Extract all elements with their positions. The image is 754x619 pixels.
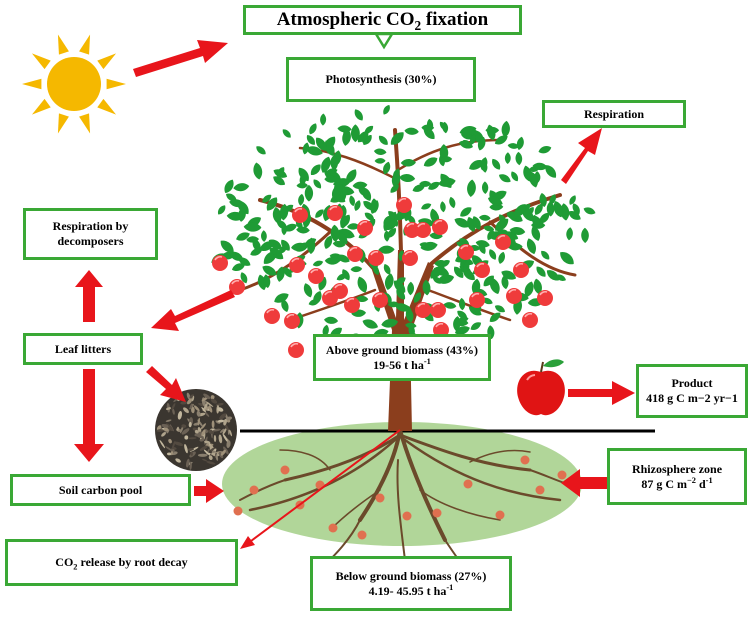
rhizosphere-box: Rhizosphere zone 87 g C m−2 d-1 xyxy=(607,448,747,505)
arrow-to-respiration xyxy=(561,128,602,184)
photosynthesis-label: Photosynthesis (30%) xyxy=(325,72,437,86)
below-ground-box: Below ground biomass (27%) 4.19- 45.95 t… xyxy=(310,556,512,611)
above-ground-line2: 19-56 t ha-1 xyxy=(373,356,431,372)
arrow-sun-to-title xyxy=(133,40,228,77)
co2-release-box: CO2 release by root decay xyxy=(5,539,238,586)
apple-icon xyxy=(517,359,565,416)
arrow-litter-down xyxy=(74,369,104,462)
above-ground-line1: Above ground biomass (43%) xyxy=(325,342,479,357)
soil-carbon-pool-label: Soil carbon pool xyxy=(58,482,143,497)
decomposers-line2: decomposers xyxy=(57,234,124,248)
arrow-to-soil-pool xyxy=(194,479,224,503)
product-line1: Product xyxy=(671,376,713,390)
below-ground-line2: 4.19- 45.95 t ha-1 xyxy=(368,582,454,598)
respiration-label: Respiration xyxy=(584,106,644,121)
page-title: Atmospheric CO2 fixation xyxy=(276,9,489,33)
arrow-litter-to-pile xyxy=(146,366,186,402)
title-callout-tail xyxy=(373,32,395,50)
below-ground-line1: Below ground biomass (27%) xyxy=(335,568,487,583)
arrow-up-to-decomposers xyxy=(75,270,103,322)
arrow-rhizosphere-to-soil xyxy=(561,469,607,497)
leaf-litters-label: Leaf litters xyxy=(54,341,112,356)
decomposers-box: Respiration by decomposers xyxy=(23,208,158,260)
rhizosphere-line2: 87 g C m−2 d-1 xyxy=(641,475,713,491)
photosynthesis-box: Photosynthesis (30%) xyxy=(286,57,476,102)
leaf-litter-icon xyxy=(155,389,237,471)
arrows xyxy=(74,40,635,503)
soil-carbon-pool-box: Soil carbon pool xyxy=(10,474,191,506)
root-decay-arrowhead xyxy=(240,536,255,549)
root-decay-line xyxy=(250,429,401,542)
arrow-tree-to-litter xyxy=(151,290,235,331)
title-box: Atmospheric CO2 fixation xyxy=(243,5,522,35)
sun-icon xyxy=(22,34,126,134)
rhizosphere-line1: Rhizosphere zone xyxy=(631,461,723,476)
arrow-apple-to-product xyxy=(568,381,635,405)
leaf-litters-box: Leaf litters xyxy=(23,333,143,365)
respiration-box: Respiration xyxy=(542,100,686,128)
decomposers-line1: Respiration by xyxy=(52,219,129,233)
co2-release-label: CO2 release by root decay xyxy=(55,555,188,572)
product-line2: 418 g C m−2 yr−1 xyxy=(646,391,738,405)
product-box: Product 418 g C m−2 yr−1 xyxy=(636,364,748,418)
above-ground-box: Above ground biomass (43%) 19-56 t ha-1 xyxy=(313,334,491,381)
